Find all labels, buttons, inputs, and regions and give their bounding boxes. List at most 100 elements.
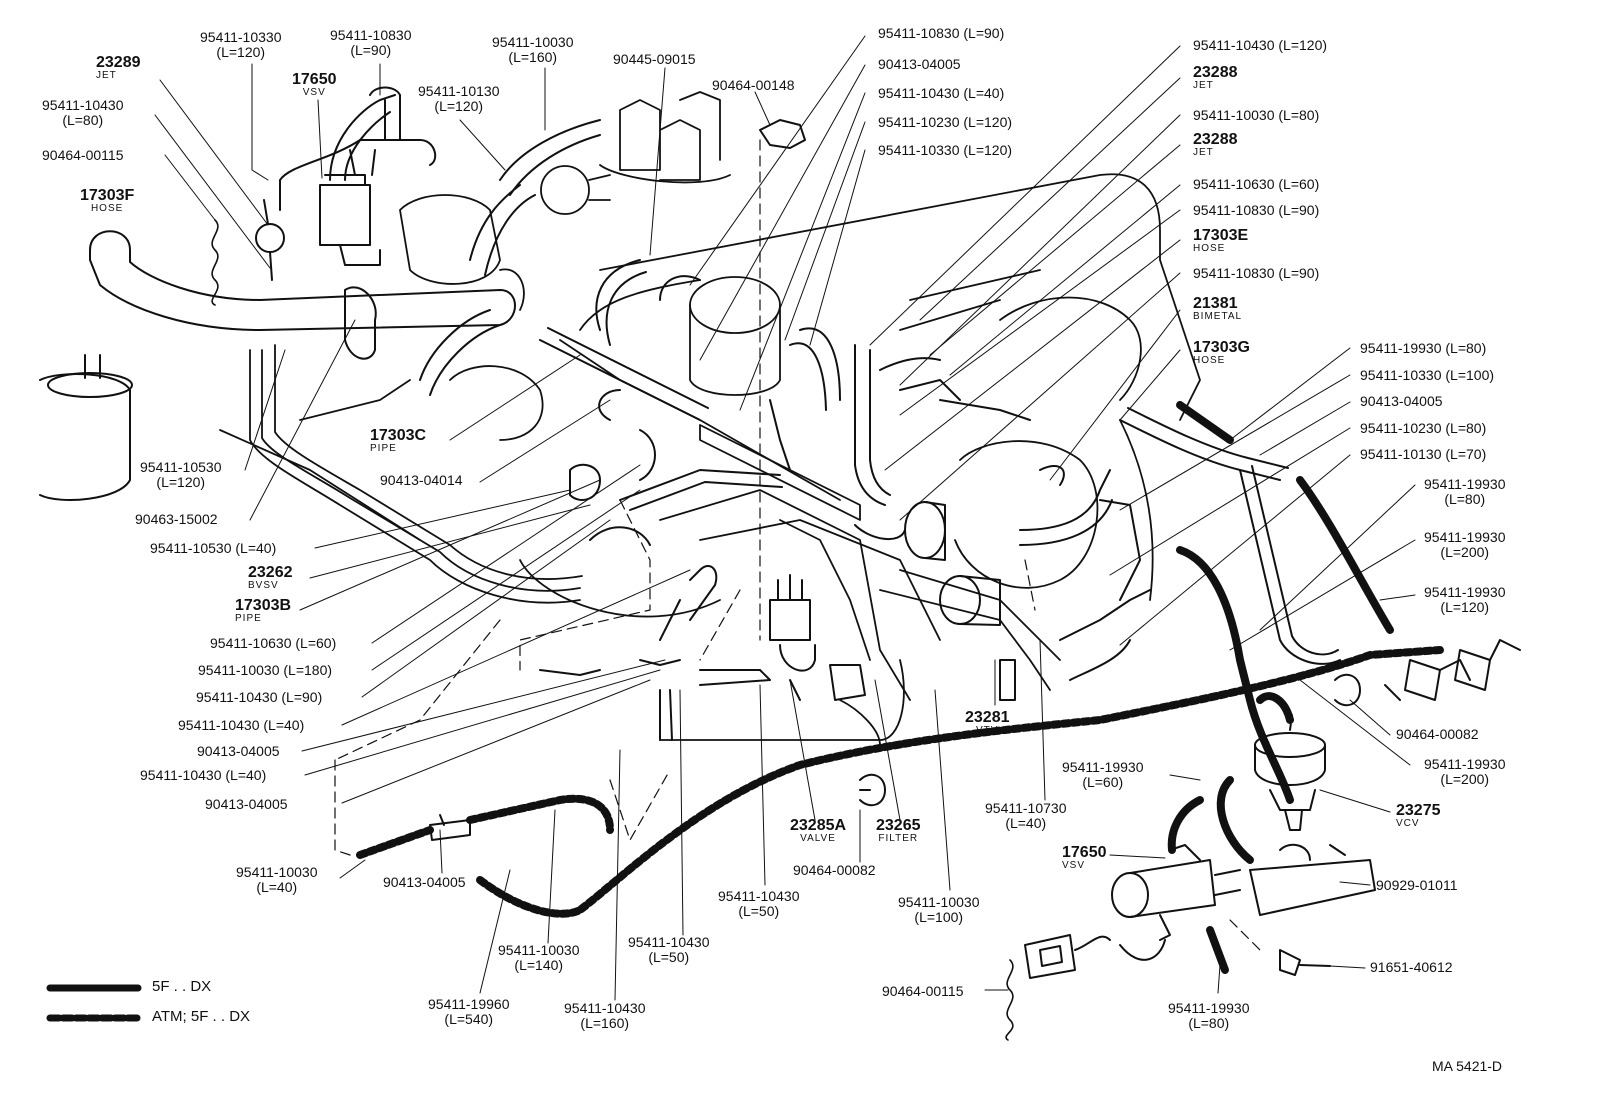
label-90463-15002: 90463-15002 — [135, 511, 218, 527]
label-95411-19930-l80-c: 95411-19930(L=80) — [1168, 1000, 1250, 1031]
label-95411-10630-l60-b: 95411-10630 (L=60) — [210, 635, 337, 651]
center-hoses — [539, 327, 783, 741]
label-95411-19930-l60: 95411-19930(L=60) — [1062, 759, 1144, 790]
vacuum-unit-right — [854, 501, 946, 561]
label-95411-10730-l40: 95411-10730(L=40) — [985, 800, 1067, 831]
vcv-23275 — [1254, 714, 1326, 831]
label-90413-04005-b: 90413-04005 — [1360, 393, 1443, 409]
label-90464-00148: 90464-00148 — [712, 77, 795, 93]
label-90413-04005-a: 90413-04005 — [878, 56, 961, 72]
check-valves-right — [1334, 639, 1521, 707]
label-95411-10230-l80: 95411-10230 (L=80) — [1360, 420, 1487, 436]
connector-plug — [1024, 934, 1166, 979]
legend-lines — [46, 984, 142, 1022]
drawing-code: MA 5421-D — [1432, 1058, 1503, 1074]
label-95411-10030-l160: 95411-10030(L=160) — [492, 34, 574, 65]
label-95411-10830-l90-b: 95411-10830 (L=90) — [1193, 202, 1320, 218]
label-95411-19930-l80-a: 95411-19930 (L=80) — [1360, 340, 1487, 356]
clamp-90464-00115-bottom — [1005, 959, 1014, 1041]
label-90413-04005-c: 90413-04005 — [197, 743, 280, 759]
distributor — [540, 91, 731, 215]
label-95411-10430-l80: 95411-10430(L=80) — [42, 97, 124, 128]
label-90464-00115-bottom: 90464-00115 — [882, 983, 964, 999]
label-95411-10530-l120: 95411-10530(L=120) — [140, 459, 222, 490]
vacuum-pipes — [219, 339, 1061, 701]
label-95411-10030-l80: 95411-10030 (L=80) — [1193, 107, 1320, 123]
label-90445-09015: 90445-09015 — [613, 51, 696, 67]
label-95411-10030-l140: 95411-10030(L=140) — [498, 942, 580, 973]
bimetal-clamp-90463 — [344, 286, 377, 360]
label-95411-19930-l200-b: 95411-19930(L=200) — [1424, 756, 1506, 787]
label-90413-04005-e: 90413-04005 — [383, 874, 466, 890]
air-cleaner-duct — [399, 194, 525, 311]
bolt-91651 — [1279, 949, 1331, 976]
label-95411-10630-l60-a: 95411-10630 (L=60) — [1193, 176, 1320, 192]
label-95411-10430-l40-b: 95411-10430 (L=40) — [178, 717, 305, 733]
label-90413-04005-d: 90413-04005 — [205, 796, 288, 812]
label-95411-19930-l120: 95411-19930(L=120) — [1424, 584, 1506, 615]
clamp-90464-00115-left — [211, 219, 219, 306]
label-95411-19960-l540: 95411-19960(L=540) — [428, 996, 510, 1027]
label-95411-19930-l200-a: 95411-19930(L=200) — [1424, 529, 1506, 560]
label-95411-10130-l70: 95411-10130 (L=70) — [1360, 446, 1487, 462]
label-95411-10030-l180: 95411-10030 (L=180) — [198, 662, 333, 678]
label-90929-01011: 90929-01011 — [1376, 877, 1458, 893]
label-95411-10030-l100: 95411-10030(L=100) — [898, 894, 980, 925]
label-95411-10330-l100: 95411-10330 (L=100) — [1360, 367, 1495, 383]
label-90464-00082-center: 90464-00082 — [793, 862, 876, 878]
label-95411-10430-l120: 95411-10430 (L=120) — [1193, 37, 1328, 53]
label-90464-00082-right: 90464-00082 — [1396, 726, 1479, 742]
leader-lines — [154, 35, 1416, 1001]
label-95411-10830-l90-a: 95411-10830 (L=90) — [878, 25, 1005, 41]
dashed-thick-hoses — [356, 646, 1444, 918]
clip-90464-00082-center — [859, 773, 886, 807]
legend-solid-label: 5F . . DX — [152, 978, 212, 995]
vsv-17650-bottom — [1111, 844, 1241, 941]
vsv-17650-top — [319, 149, 381, 266]
jet-23289 — [255, 199, 285, 281]
label-90464-00115-top: 90464-00115 — [42, 147, 124, 163]
label-95411-10230-l120: 95411-10230 (L=120) — [878, 114, 1013, 130]
label-95411-10130-l120: 95411-10130(L=120) — [418, 83, 500, 114]
label-95411-19930-l80-b: 95411-19930(L=80) — [1424, 476, 1506, 507]
label-95411-10430-l40-a: 95411-10430 (L=40) — [878, 85, 1005, 101]
label-90413-04014: 90413-04014 — [380, 472, 463, 488]
engine-block — [449, 173, 1201, 746]
filter-23265 — [829, 664, 866, 701]
bracket-90929 — [1249, 843, 1376, 916]
label-95411-10330-l120: 95411-10330(L=120) — [200, 29, 282, 60]
valve-23285a — [769, 574, 816, 701]
phantom-lines — [334, 139, 1261, 951]
charcoal-canister — [39, 354, 133, 501]
label-95411-10430-l50-b: 95411-10430(L=50) — [718, 888, 800, 919]
label-95411-10530-l40: 95411-10530 (L=40) — [150, 540, 277, 556]
legend-dashed-label: ATM; 5F . . DX — [152, 1008, 251, 1025]
small-hoses-left — [279, 86, 701, 396]
label-95411-10030-l40: 95411-10030(L=40) — [236, 864, 318, 895]
hose-17303f — [89, 230, 516, 331]
t-connector-90413 — [429, 814, 471, 841]
label-95411-10430-l40-c: 95411-10430 (L=40) — [140, 767, 267, 783]
label-95411-10430-l50-a: 95411-10430(L=50) — [628, 934, 710, 965]
label-95411-10830-l90-c: 95411-10830 (L=90) — [1193, 265, 1320, 281]
vtv-23281 — [939, 575, 1016, 701]
label-95411-10830-l90: 95411-10830(L=90) — [330, 27, 412, 58]
solid-thick-hoses — [1167, 401, 1394, 974]
